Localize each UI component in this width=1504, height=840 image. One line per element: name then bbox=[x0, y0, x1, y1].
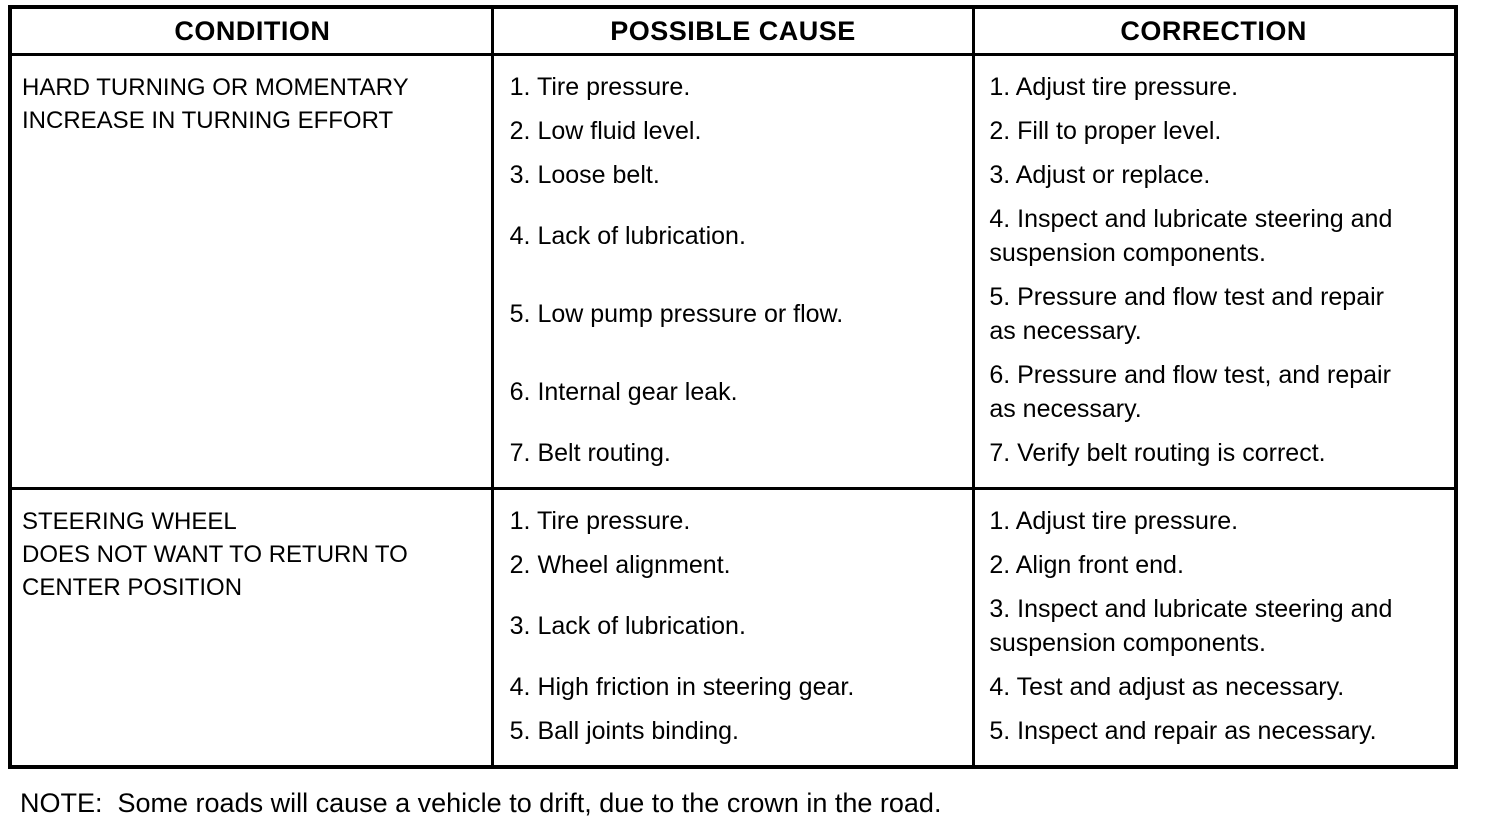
note-text: NOTE: Some roads will cause a vehicle to… bbox=[20, 788, 942, 818]
header-cell-correction: CORRECTION bbox=[1120, 15, 1307, 46]
cause-item: 4. High friction in steering gear. bbox=[493, 665, 974, 709]
correction-item: 1. Adjust tire pressure. bbox=[973, 499, 1454, 543]
condition-line: DOES NOT WANT TO RETURN TO bbox=[22, 541, 408, 568]
correction-text: 5. Inspect and repair as necessary. bbox=[989, 717, 1377, 745]
correction-text: 3. Inspect and lubricate steering and su… bbox=[989, 595, 1393, 657]
correction-text: 4. Test and adjust as necessary. bbox=[989, 673, 1345, 701]
correction-item: 7. Verify belt routing is correct. bbox=[973, 431, 1454, 475]
correction-text: 5. Pressure and flow test and repair as … bbox=[989, 283, 1384, 345]
cause-text: 4. Lack of lubrication. bbox=[509, 222, 746, 250]
condition-line: CENTER POSITION bbox=[22, 574, 243, 601]
cause-text: 2. Low fluid level. bbox=[509, 117, 702, 145]
correction-item: 3. Adjust or replace. bbox=[973, 153, 1454, 197]
cause-item: 3. Lack of lubrication. bbox=[493, 587, 974, 665]
cause-text: 2. Wheel alignment. bbox=[509, 551, 731, 579]
correction-text: 2. Fill to proper level. bbox=[989, 117, 1222, 145]
table-row-wheel-return: STEERING WHEEL DOES NOT WANT TO RETURN T… bbox=[12, 487, 1454, 765]
header-cell-condition: CONDITION bbox=[174, 15, 331, 46]
correction-text: 1. Adjust tire pressure. bbox=[989, 73, 1239, 101]
condition-cell: HARD TURNING OR MOMENTARY INCREASE IN TU… bbox=[12, 65, 493, 475]
table-row-hard-turning: HARD TURNING OR MOMENTARY INCREASE IN TU… bbox=[12, 56, 1454, 487]
cause-item: 6. Internal gear leak. bbox=[493, 353, 974, 431]
header-cell-possible-cause: POSSIBLE CAUSE bbox=[610, 15, 856, 46]
cause-item: 7. Belt routing. bbox=[493, 431, 974, 475]
cause-text: 5. Low pump pressure or flow. bbox=[509, 300, 844, 328]
correction-text: 1. Adjust tire pressure. bbox=[989, 507, 1239, 535]
correction-item: 5. Inspect and repair as necessary. bbox=[973, 709, 1454, 753]
cause-text: 4. High friction in steering gear. bbox=[509, 673, 855, 701]
correction-text: 4. Inspect and lubricate steering and su… bbox=[989, 205, 1393, 267]
correction-item: 2. Align front end. bbox=[973, 543, 1454, 587]
steering-diagnosis-table: CONDITION POSSIBLE CAUSE CORRECTION HARD… bbox=[8, 5, 1458, 769]
cause-item: 2. Low fluid level. bbox=[493, 109, 974, 153]
cause-text: 3. Loose belt. bbox=[509, 161, 660, 189]
correction-item: 1. Adjust tire pressure. bbox=[973, 65, 1454, 109]
correction-text: 3. Adjust or replace. bbox=[989, 161, 1211, 189]
cause-item: 1. Tire pressure. bbox=[493, 65, 974, 109]
cause-item: 1. Tire pressure. bbox=[493, 499, 974, 543]
correction-item: 2. Fill to proper level. bbox=[973, 109, 1454, 153]
cause-item: 2. Wheel alignment. bbox=[493, 543, 974, 587]
cause-item: 3. Loose belt. bbox=[493, 153, 974, 197]
correction-item: 6. Pressure and flow test, and repair as… bbox=[973, 353, 1454, 431]
column-divider bbox=[972, 9, 976, 765]
condition-line: INCREASE IN TURNING EFFORT bbox=[22, 107, 394, 134]
correction-item: 4. Test and adjust as necessary. bbox=[973, 665, 1454, 709]
cause-item: 4. Lack of lubrication. bbox=[493, 197, 974, 275]
condition-line: STEERING WHEEL bbox=[22, 508, 237, 535]
cause-text: 5. Ball joints binding. bbox=[509, 717, 739, 745]
correction-item: 3. Inspect and lubricate steering and su… bbox=[973, 587, 1454, 665]
correction-text: 2. Align front end. bbox=[989, 551, 1184, 579]
cause-text: 1. Tire pressure. bbox=[509, 73, 691, 101]
cause-text: 7. Belt routing. bbox=[509, 439, 671, 467]
table-header-row: CONDITION POSSIBLE CAUSE CORRECTION bbox=[12, 9, 1454, 56]
cause-text: 1. Tire pressure. bbox=[509, 507, 691, 535]
correction-item: 4. Inspect and lubricate steering and su… bbox=[973, 197, 1454, 275]
column-divider bbox=[490, 9, 494, 765]
correction-item: 5. Pressure and flow test and repair as … bbox=[973, 275, 1454, 353]
condition-cell: STEERING WHEEL DOES NOT WANT TO RETURN T… bbox=[12, 499, 493, 753]
correction-text: 7. Verify belt routing is correct. bbox=[989, 439, 1326, 467]
cause-text: 3. Lack of lubrication. bbox=[509, 612, 746, 640]
cause-item: 5. Ball joints binding. bbox=[493, 709, 974, 753]
cause-text: 6. Internal gear leak. bbox=[509, 378, 738, 406]
cause-item: 5. Low pump pressure or flow. bbox=[493, 275, 974, 353]
correction-text: 6. Pressure and flow test, and repair as… bbox=[989, 361, 1391, 423]
condition-line: HARD TURNING OR MOMENTARY bbox=[22, 74, 409, 101]
